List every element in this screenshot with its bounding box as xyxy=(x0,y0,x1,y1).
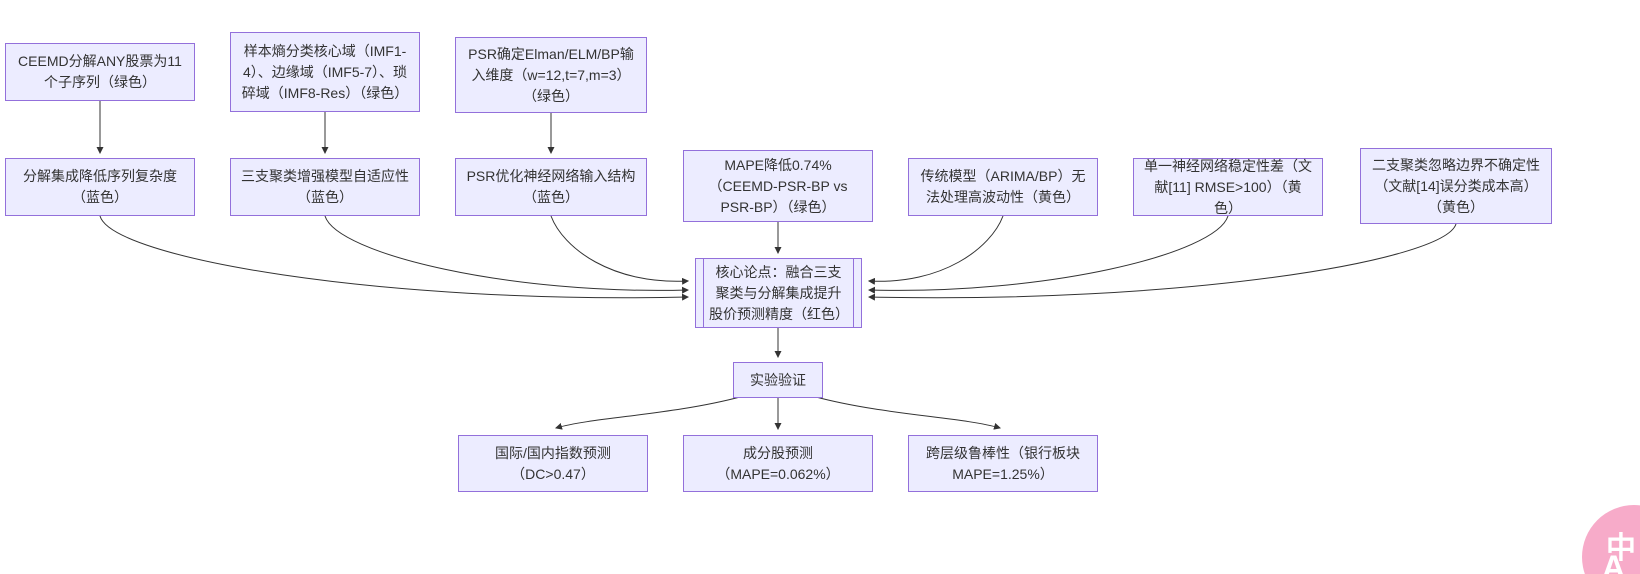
node-traditional-models: 传统模型（ARIMA/BP）无法处理高波动性（黄色） xyxy=(908,158,1098,216)
edge-validation-to-robustness xyxy=(815,396,1002,430)
edge-traditional-to-core xyxy=(867,215,1004,285)
node-index-forecast: 国际/国内指数预测（DC>0.47） xyxy=(458,435,648,492)
edge-singlenn-to-core xyxy=(867,215,1229,294)
node-single-nn: 单一神经网络稳定性差（文献[11] RMSE>100）（黄色） xyxy=(1133,158,1323,216)
node-psr-optimize: PSR优化神经网络输入结构（蓝色） xyxy=(455,158,647,216)
edge-clustering-to-core xyxy=(324,215,690,294)
node-psr-dims: PSR确定Elman/ELM/BP输入维度（w=12,t=7,m=3）（绿色） xyxy=(455,37,647,113)
node-mape-reduce: MAPE降低0.74%（CEEMD-PSR-BP vs PSR-BP）（绿色） xyxy=(683,150,873,222)
node-validation: 实验验证 xyxy=(733,362,823,398)
edge-psropt-to-core xyxy=(550,215,690,285)
translate-chinese-glyph: 中 xyxy=(1606,532,1636,565)
node-ceemd: CEEMD分解ANY股票为11个子序列（绿色） xyxy=(5,43,195,101)
translate-float-button[interactable]: 中 A xyxy=(1582,505,1640,574)
edge-twoway-to-core xyxy=(867,223,1457,301)
node-three-way-clustering: 三支聚类增强模型自适应性（蓝色） xyxy=(230,158,420,216)
translate-latin-glyph: A xyxy=(1602,549,1626,574)
node-sample-entropy: 样本熵分类核心域（IMF1-4）、边缘域（IMF5-7）、琐碎域（IMF8-Re… xyxy=(230,32,420,112)
node-robustness: 跨层级鲁棒性（银行板块MAPE=1.25%） xyxy=(908,435,1098,492)
node-two-way-clustering: 二支聚类忽略边界不确定性（文献[14]误分类成本高）（黄色） xyxy=(1360,148,1552,224)
core-thesis-inner: 核心论点：融合三支聚类与分解集成提升股价预测精度（红色） xyxy=(703,259,854,327)
edge-validation-to-index xyxy=(554,396,741,430)
node-core-thesis: 核心论点：融合三支聚类与分解集成提升股价预测精度（红色） xyxy=(695,258,862,328)
node-decomp-ensemble: 分解集成降低序列复杂度（蓝色） xyxy=(5,158,195,216)
node-constituent-forecast: 成分股预测（MAPE=0.062%） xyxy=(683,435,873,492)
edge-decomp-to-core xyxy=(99,215,690,301)
